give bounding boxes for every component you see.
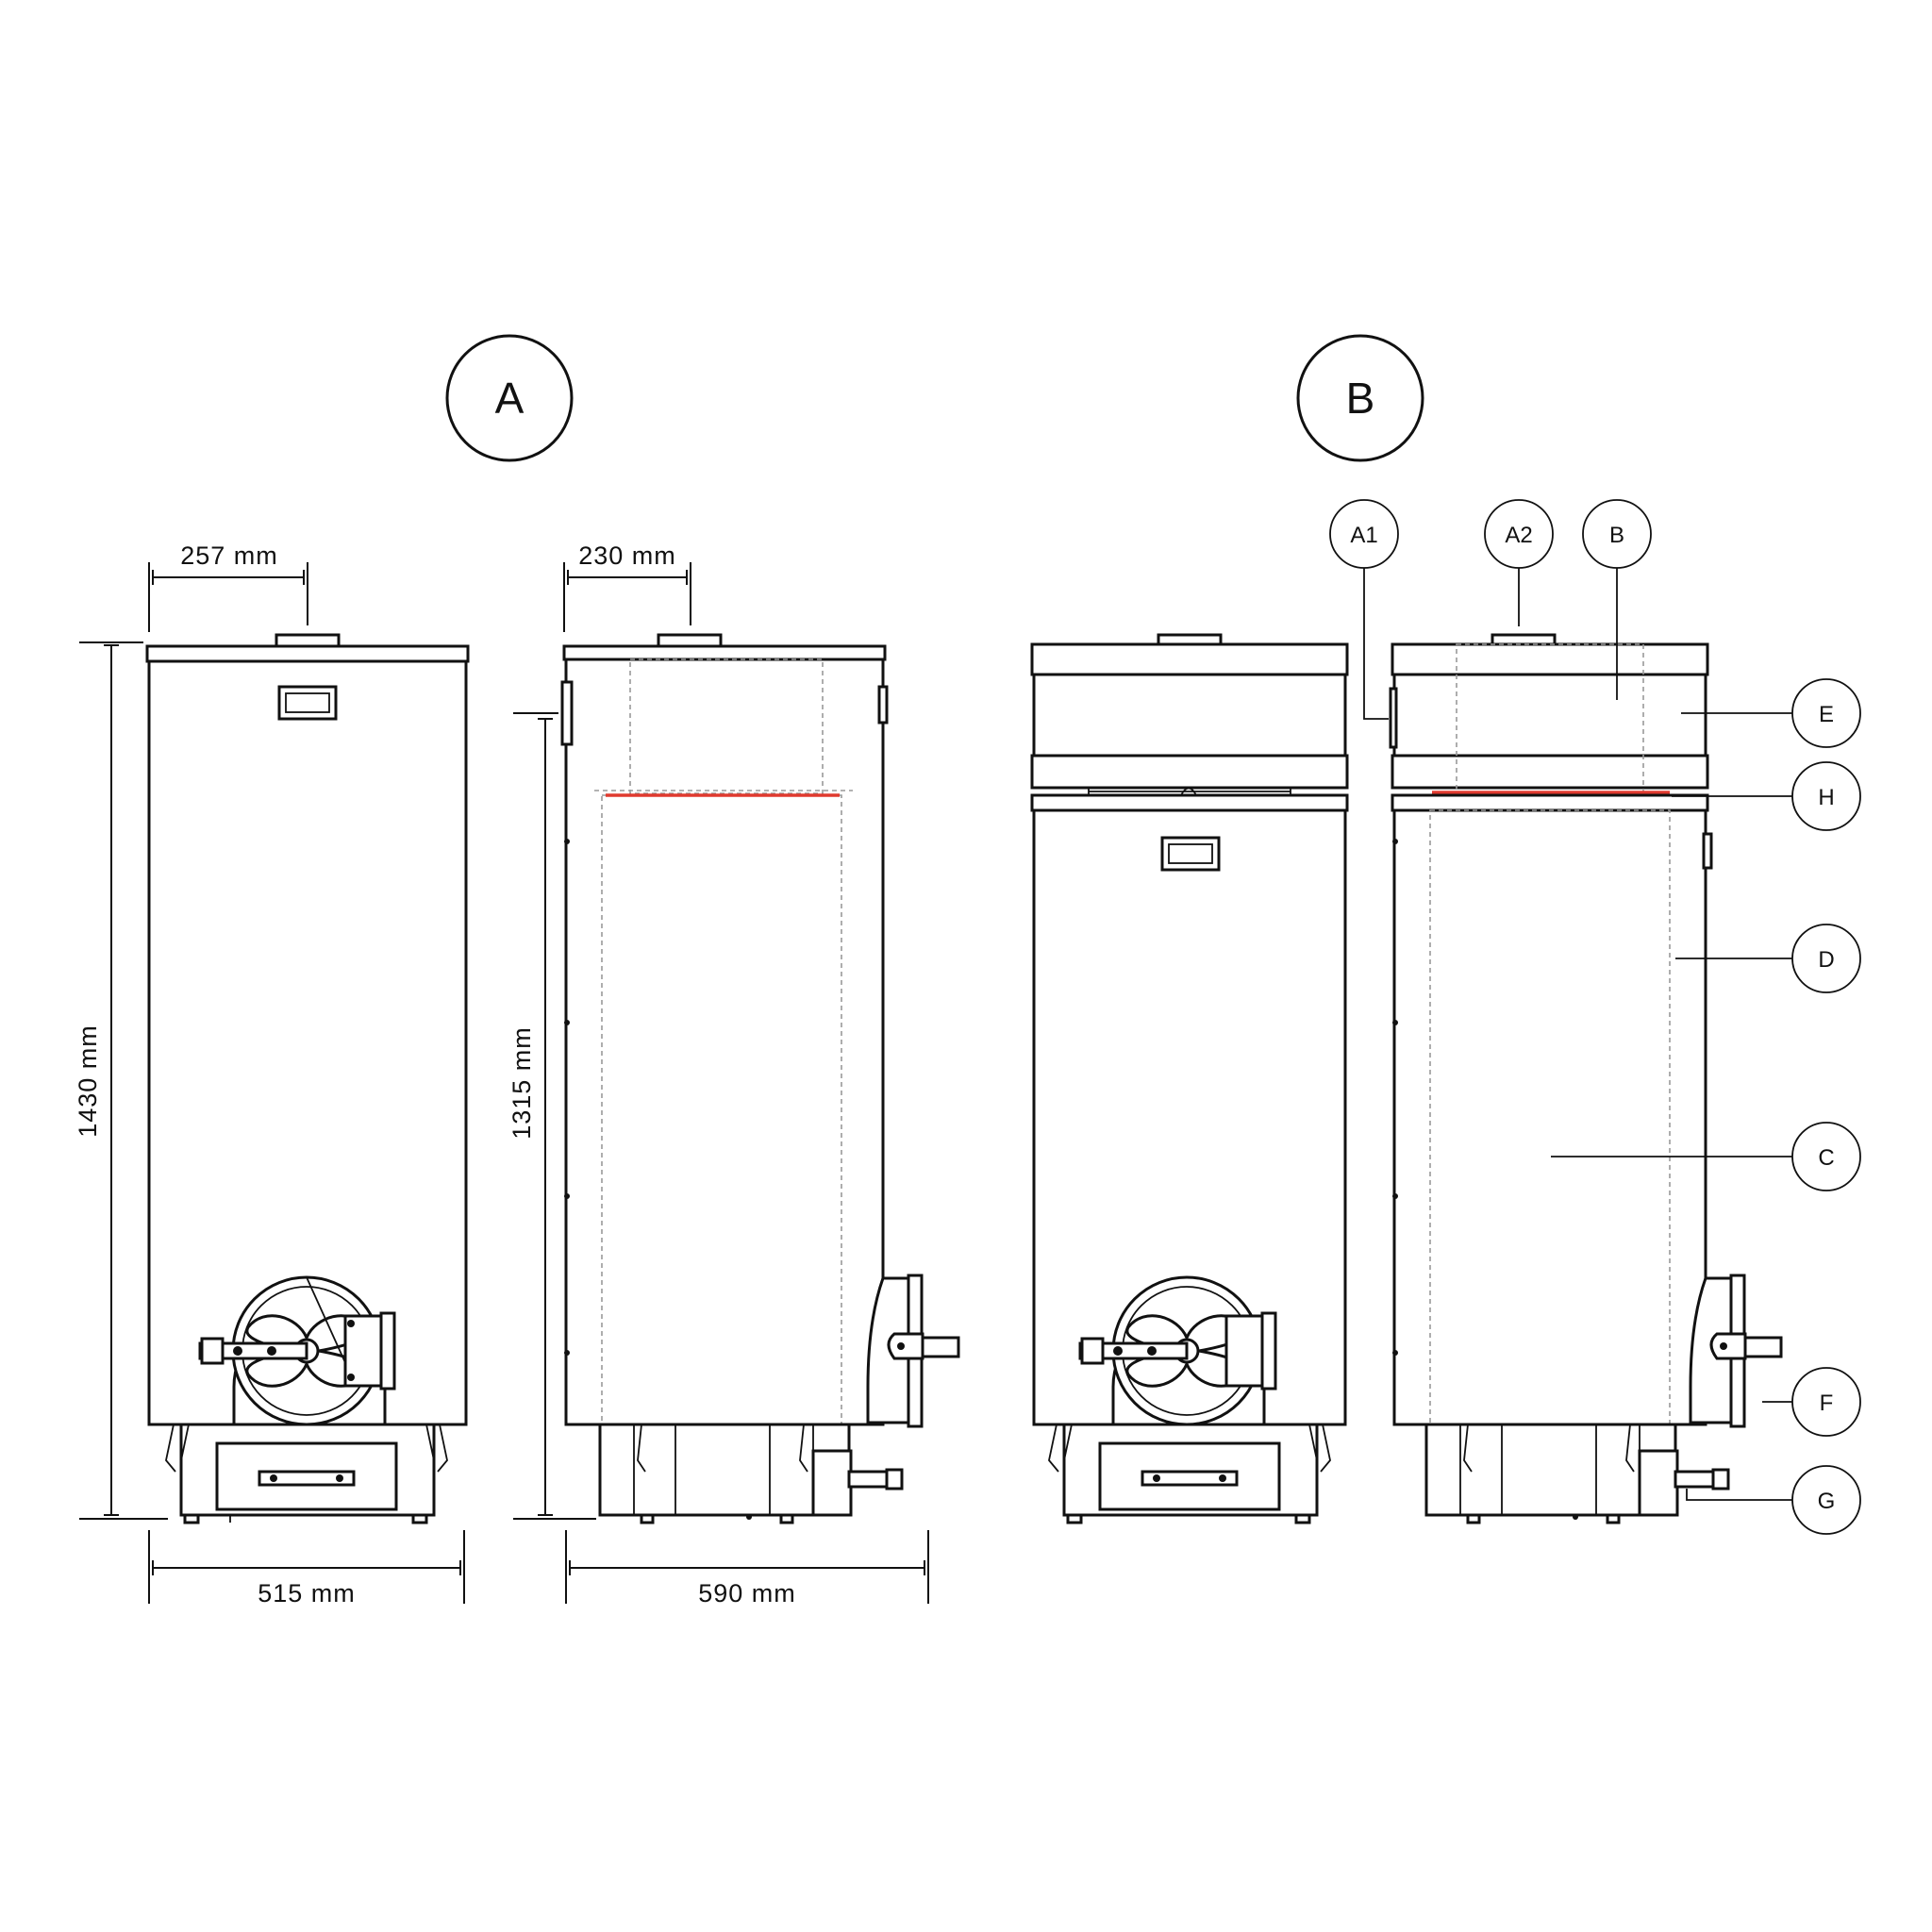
front-view-assembled xyxy=(145,633,470,1524)
side-height-label: 1315 mm xyxy=(508,1026,536,1140)
front-width-label: 515 mm xyxy=(258,1579,356,1607)
callout-g: G xyxy=(1686,1465,1861,1535)
front-view-exploded xyxy=(1030,633,1349,1524)
front-height-dimension: 1430 mm xyxy=(74,641,168,1520)
callout-e: E xyxy=(1681,678,1861,748)
side-height-dimension: 1315 mm xyxy=(508,712,596,1520)
callout-a2-label: A2 xyxy=(1505,523,1532,548)
callout-b: B xyxy=(1582,499,1652,700)
view-a-marker: A xyxy=(445,334,574,462)
callout-a1: A1 xyxy=(1329,499,1399,720)
front-offset-dimension: 257 mm xyxy=(148,541,308,632)
callout-h: H xyxy=(1672,761,1861,831)
front-height-label: 1430 mm xyxy=(74,1024,102,1138)
side-offset-dimension: 230 mm xyxy=(563,541,691,632)
front-width-dimension: 515 mm xyxy=(148,1530,465,1607)
callout-b-label: B xyxy=(1609,523,1624,548)
view-a-label: A xyxy=(495,374,525,423)
callout-h-label: H xyxy=(1818,785,1834,810)
callout-f: F xyxy=(1762,1367,1861,1437)
front-offset-label: 257 mm xyxy=(180,541,278,570)
callout-e-label: E xyxy=(1819,702,1834,727)
callout-a1-label: A1 xyxy=(1350,523,1377,548)
view-b-label: B xyxy=(1346,374,1375,423)
callout-f-label: F xyxy=(1820,1391,1834,1416)
callout-d: D xyxy=(1675,924,1861,993)
callout-g-label: G xyxy=(1818,1489,1836,1514)
side-view-assembled xyxy=(560,633,960,1524)
callout-c-label: C xyxy=(1818,1145,1834,1171)
side-width-label: 590 mm xyxy=(698,1579,796,1607)
callout-c: C xyxy=(1551,1122,1861,1191)
callout-d-label: D xyxy=(1818,947,1834,973)
side-view-exploded xyxy=(1389,633,1783,1524)
side-width-dimension: 590 mm xyxy=(565,1530,929,1607)
side-offset-label: 230 mm xyxy=(578,541,676,570)
callout-a2: A2 xyxy=(1484,499,1554,626)
view-b-marker: B xyxy=(1296,334,1424,462)
